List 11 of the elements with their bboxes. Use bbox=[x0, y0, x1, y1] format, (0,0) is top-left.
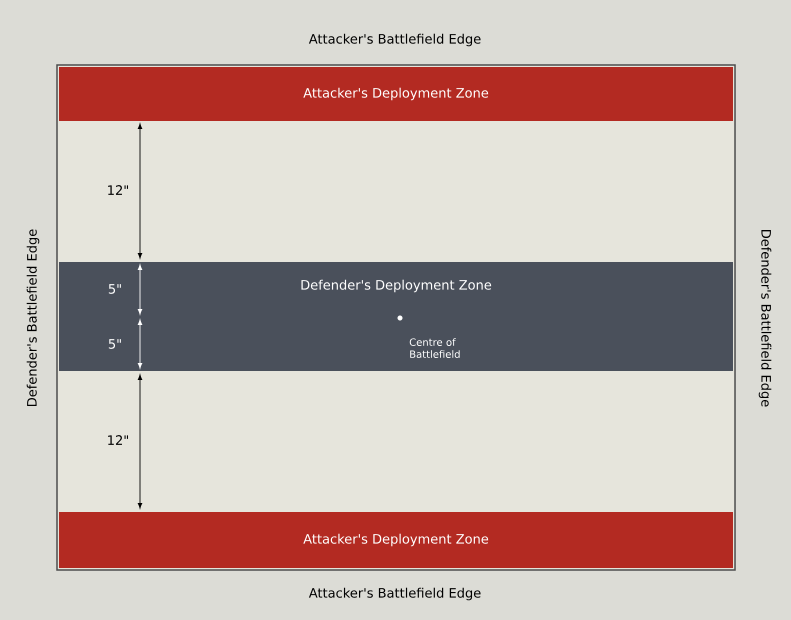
side-label: Defender's Battlefield Edge bbox=[26, 229, 40, 406]
centre-label: Centre of Battlefield bbox=[410, 338, 460, 358]
side-label: Defender's Battlefield Edge bbox=[758, 230, 772, 407]
dimension-label: 12" bbox=[108, 185, 128, 195]
dimension-label: 5" bbox=[108, 339, 121, 349]
deployment-zone: Attacker's Deployment Zone bbox=[59, 512, 733, 568]
dimension-label: 5" bbox=[108, 284, 121, 294]
dimension-label: 12" bbox=[108, 435, 128, 445]
side-label: Attacker's Battlefield Edge bbox=[308, 588, 481, 600]
side-label: Attacker's Battlefield Edge bbox=[308, 34, 481, 46]
deployment-zone: Attacker's Deployment Zone bbox=[59, 67, 733, 121]
